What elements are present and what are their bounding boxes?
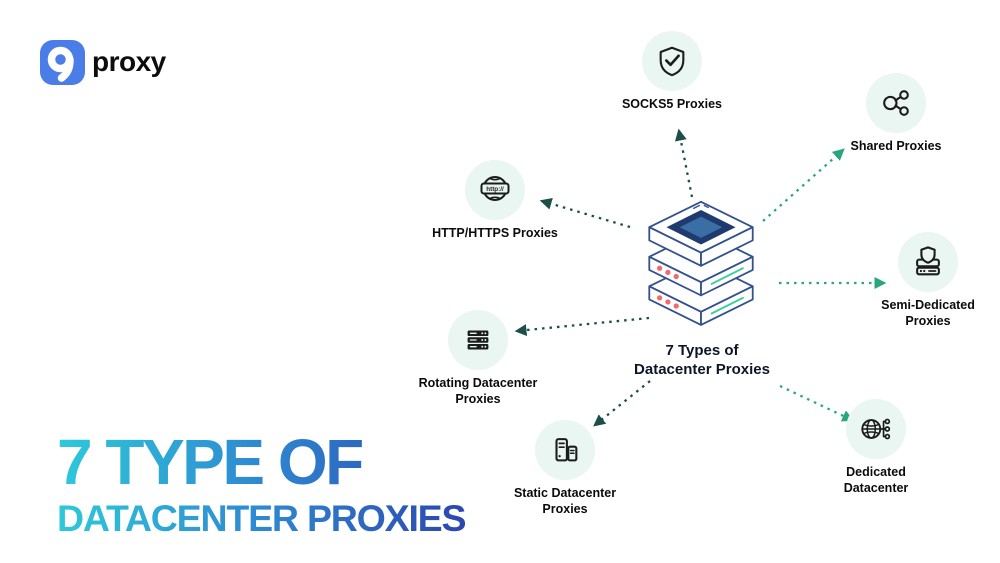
http-badge-text: http:// — [486, 186, 504, 193]
node-static-datacenter-proxies: Static Datacenter Proxies — [495, 420, 635, 517]
brand-logo-icon — [40, 40, 85, 85]
node-shared-proxies: Shared Proxies — [826, 73, 966, 155]
globe-nodes-icon — [861, 418, 891, 440]
server-shield-icon — [916, 246, 940, 276]
node-semi-dedicated-proxies: Semi-Dedicated Proxies — [858, 232, 998, 329]
node-circle — [866, 73, 926, 133]
node-label: HTTP/HTTPS Proxies — [432, 226, 558, 240]
node-http-https-proxies: http:// HTTP/HTTPS Proxies — [425, 160, 565, 242]
arrow-to-socks5 — [674, 128, 694, 198]
node-circle — [448, 310, 508, 370]
poster-title-line2: DATACENTER PROXIES — [57, 496, 466, 539]
node-label: Rotating Datacenter Proxies — [418, 376, 538, 406]
poster-title-line1: 7 TYPE OF — [57, 430, 465, 494]
node-dedicated-datacenter: Dedicated Datacenter — [806, 399, 946, 496]
share-network-icon — [883, 90, 909, 116]
http-globe-icon: http:// — [480, 176, 510, 201]
arrow-to-shared — [762, 148, 845, 222]
brand-logo: proxy — [40, 40, 166, 85]
brand-name: proxy — [92, 45, 166, 77]
node-circle — [642, 31, 702, 91]
server-stack-illustration — [648, 200, 754, 326]
node-label: Shared Proxies — [850, 139, 942, 153]
poster-title: 7 TYPE OF DATACENTER PROXIES — [57, 430, 466, 540]
shield-check-icon — [659, 46, 685, 77]
node-circle: http:// — [465, 160, 525, 220]
node-label: Dedicated Datacenter — [843, 465, 909, 495]
node-circle — [898, 232, 958, 292]
node-rotating-datacenter-proxies: Rotating Datacenter Proxies — [408, 310, 548, 407]
node-label: SOCKS5 Proxies — [621, 97, 723, 111]
center-title: 7 Types of Datacenter Proxies — [634, 342, 770, 378]
node-socks5-proxies: SOCKS5 Proxies — [602, 31, 742, 113]
server-stack-icon — [467, 330, 489, 350]
node-circle — [535, 420, 595, 480]
node-label: Static Datacenter Proxies — [513, 486, 617, 516]
server-towers-icon — [555, 438, 578, 462]
node-label: Semi-Dedicated Proxies — [881, 298, 975, 328]
node-circle — [846, 399, 906, 459]
arrow-to-static — [593, 380, 651, 427]
